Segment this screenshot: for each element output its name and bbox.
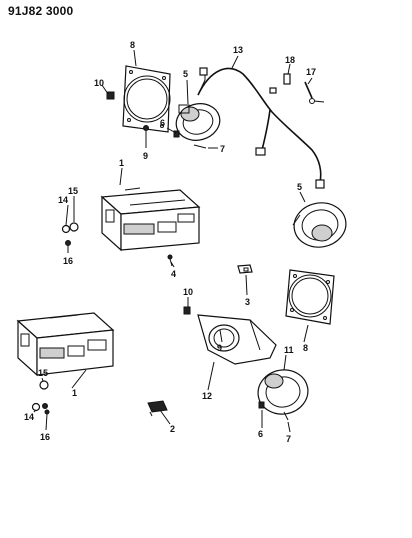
callout-6-lower: 6 [258,429,263,439]
callout-6-upper: 6 [160,118,165,128]
callout-16-upper: 16 [63,256,73,266]
callout-14-lower: 14 [24,412,34,422]
callout-14-upper: 14 [58,195,68,205]
clip-lower [183,306,191,315]
diagram-code: 91J82 3000 [8,4,74,18]
callout-7-lower: 7 [286,434,291,444]
callout-9-upper: 9 [143,151,148,161]
callout-16-lower: 16 [40,432,50,442]
callout-7-upper: 7 [220,144,225,154]
radio-upper [100,187,201,252]
callout-15-lower: 15 [38,368,48,378]
screw-4 [167,254,173,267]
connector-plug-2 [147,400,168,417]
callout-8-lower: 8 [303,343,308,353]
screw-upper-9 [143,125,149,136]
speaker-lower [257,369,309,415]
callout-11: 11 [284,345,294,355]
callout-2: 2 [170,424,175,434]
callout-15-upper: 15 [68,186,78,196]
callout-9-lower: 9 [217,343,222,353]
clip-upper [106,91,115,100]
callout-12: 12 [202,391,212,401]
callout-1-lower: 1 [72,388,77,398]
callout-10-upper: 10 [94,78,104,88]
callout-labels: 13 8 10 5 6 9 7 18 17 1 15 14 16 5 4 3 1… [24,40,316,444]
speaker-mounting-plate-upper [122,65,171,133]
bracket-3 [237,264,253,274]
callout-4: 4 [171,269,176,279]
callout-1-upper: 1 [119,158,124,168]
callout-3: 3 [245,297,250,307]
radio-lower [16,312,115,377]
knob-lower-14 [31,402,41,412]
speaker-right [292,202,347,248]
speaker-upper [173,103,221,141]
harness-clip-18 [283,73,291,85]
callout-17: 17 [306,67,316,77]
wiring-harness [197,67,325,189]
knob-upper-14 [61,224,71,234]
callout-5-upper: 5 [183,69,188,79]
speaker-bracket-panel [197,314,277,365]
callout-10-lower: 10 [183,287,193,297]
callout-8-upper: 8 [130,40,135,50]
knob-lower-16 [42,403,50,415]
knob-upper-15 [69,222,79,232]
harness-lead-17 [304,81,325,104]
knob-lower-15 [39,380,49,390]
callout-18: 18 [285,55,295,65]
knob-upper-16 [65,240,71,246]
speaker-mounting-plate-right [285,269,335,325]
leader-lines [33,49,313,433]
screw-upper-7 [193,144,207,149]
callout-5-right: 5 [297,182,302,192]
screw-lower-7 [283,411,289,421]
callout-13: 13 [233,45,243,55]
